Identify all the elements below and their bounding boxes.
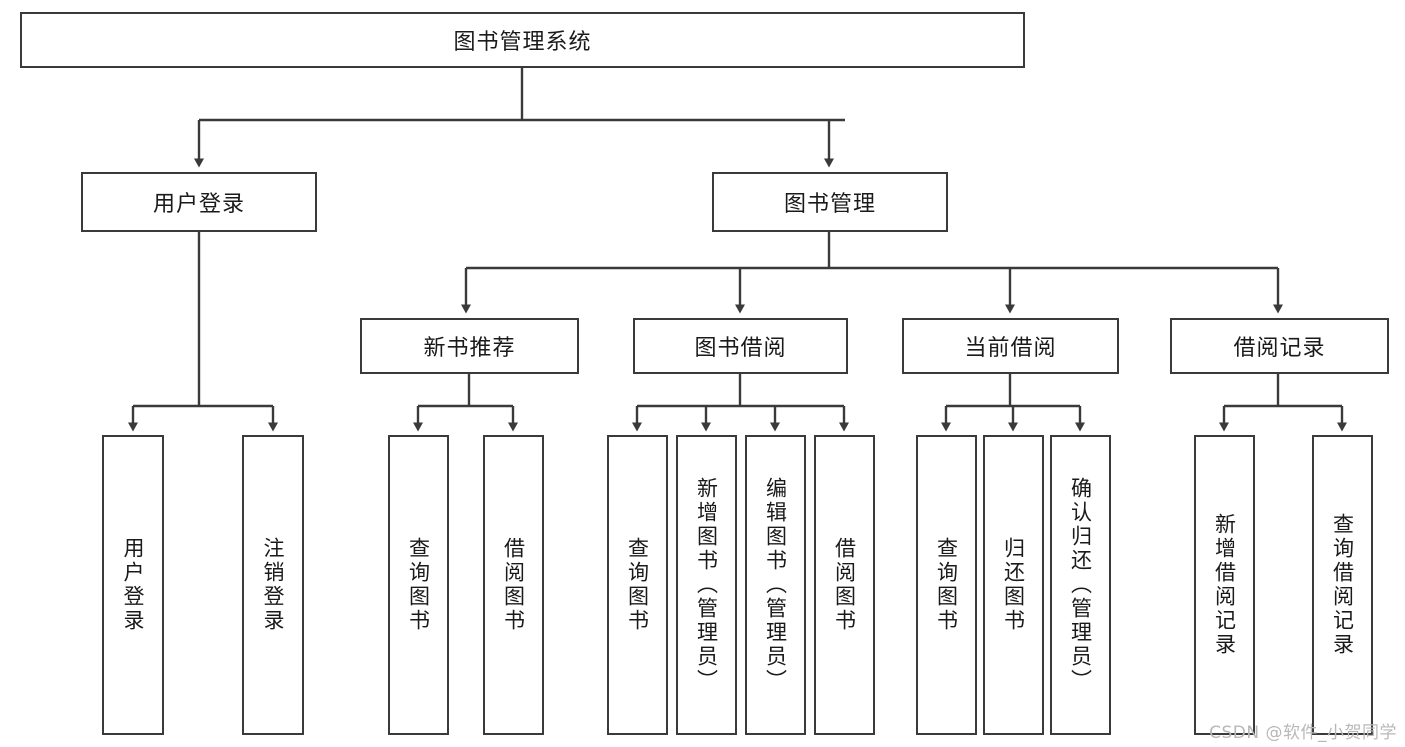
watermark: CSDN @软件_小贺同学 [1209, 723, 1397, 743]
leaf-query-borrow-record-label: 查询借阅记录 [1330, 513, 1355, 657]
leaf-search-book-borrow-label: 查询图书 [625, 537, 650, 633]
leaf-logout-label: 注销登录 [261, 537, 286, 633]
leaf-search-book-current-label: 查询图书 [934, 537, 959, 633]
leaf-query-borrow-record[interactable]: 查询借阅记录 [1312, 435, 1373, 735]
node-book-management-label: 图书管理 [783, 192, 876, 217]
leaf-user-login-label: 用户登录 [121, 537, 146, 633]
node-user-login-label: 用户登录 [152, 192, 245, 217]
leaf-edit-book-admin-label: 编辑图书（管理员） [763, 477, 788, 693]
leaf-add-book-admin[interactable]: 新增图书（管理员） [676, 435, 737, 735]
node-root-label: 图书管理系统 [453, 30, 592, 55]
leaf-search-book-recommend-label: 查询图书 [406, 537, 431, 633]
leaf-add-borrow-record-label: 新增借阅记录 [1212, 513, 1237, 657]
node-book-borrow[interactable]: 图书借阅 [633, 318, 848, 374]
leaf-logout[interactable]: 注销登录 [242, 435, 304, 735]
leaf-search-book-borrow[interactable]: 查询图书 [607, 435, 668, 735]
node-user-login[interactable]: 用户登录 [81, 172, 317, 232]
node-book-management[interactable]: 图书管理 [712, 172, 948, 232]
leaf-add-borrow-record[interactable]: 新增借阅记录 [1194, 435, 1255, 735]
leaf-edit-book-admin[interactable]: 编辑图书（管理员） [745, 435, 806, 735]
node-new-book-recommend-label: 新书推荐 [423, 336, 516, 361]
leaf-borrow-book-recommend-label: 借阅图书 [501, 537, 526, 633]
leaf-search-book-current[interactable]: 查询图书 [916, 435, 977, 735]
node-new-book-recommend[interactable]: 新书推荐 [360, 318, 579, 374]
leaf-search-book-recommend[interactable]: 查询图书 [388, 435, 449, 735]
leaf-borrow-book-label: 借阅图书 [832, 537, 857, 633]
node-current-borrow-label: 当前借阅 [964, 336, 1057, 361]
node-current-borrow[interactable]: 当前借阅 [902, 318, 1119, 374]
node-borrow-records-label: 借阅记录 [1233, 336, 1326, 361]
node-borrow-records[interactable]: 借阅记录 [1170, 318, 1389, 374]
leaf-return-book-label: 归还图书 [1001, 537, 1026, 633]
leaf-return-book[interactable]: 归还图书 [983, 435, 1044, 735]
leaf-user-login[interactable]: 用户登录 [102, 435, 164, 735]
leaf-borrow-book[interactable]: 借阅图书 [814, 435, 875, 735]
node-book-borrow-label: 图书借阅 [694, 336, 787, 361]
leaf-add-book-admin-label: 新增图书（管理员） [694, 477, 719, 693]
leaf-confirm-return-admin-label: 确认归还（管理员） [1068, 477, 1093, 693]
leaf-confirm-return-admin[interactable]: 确认归还（管理员） [1050, 435, 1111, 735]
node-root[interactable]: 图书管理系统 [20, 12, 1025, 68]
leaf-borrow-book-recommend[interactable]: 借阅图书 [483, 435, 544, 735]
